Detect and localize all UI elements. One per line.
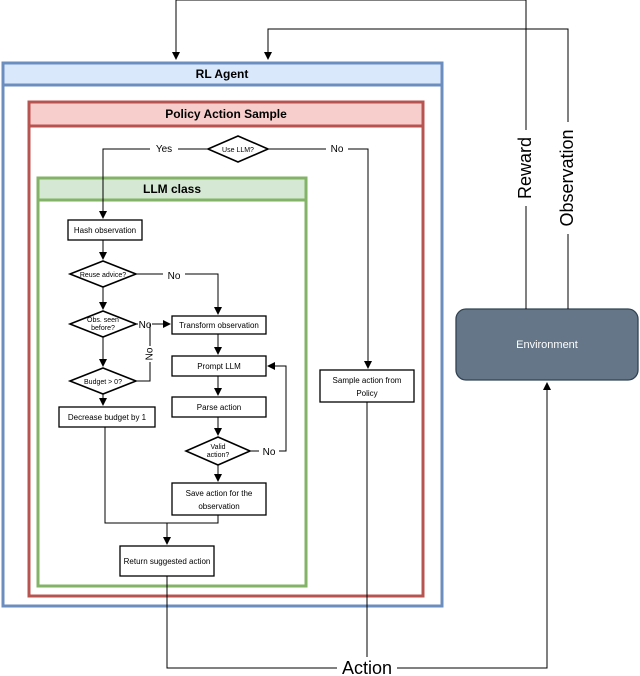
edge-no-use-llm	[268, 148, 372, 369]
decrease-budget-box	[58, 406, 156, 428]
rl-agent-title: RL Agent	[196, 67, 249, 81]
obs-seen-label-2: before?	[91, 325, 115, 332]
sample-policy-label-1: Sample action from	[333, 376, 402, 385]
prompt-llm-box	[171, 355, 267, 377]
no-budget-label: No	[145, 347, 156, 360]
no-reuse-label: No	[168, 271, 181, 282]
no-obs-seen-label-bg	[138, 317, 152, 331]
valid-action-label-2: action?	[207, 452, 230, 459]
valid-action-label-1: Valid	[210, 444, 225, 451]
edge-no-budget	[136, 324, 151, 382]
edge-save-to-return	[163, 515, 219, 545]
no-use-llm-label-bg	[326, 141, 348, 155]
decrease-budget-label: Decrease budget by 1	[68, 413, 147, 422]
sample-policy-box	[319, 369, 415, 403]
sample-policy-label-2: Policy	[356, 389, 377, 398]
yes-label-bg	[150, 141, 178, 155]
action-label-bg	[337, 657, 397, 676]
edge-decrease-to-merge	[104, 427, 167, 524]
parse-action-box	[171, 396, 267, 418]
observation-label-bg	[558, 122, 578, 234]
save-action-label-2: observation	[198, 502, 239, 511]
llm-class-title: LLM class	[143, 182, 201, 196]
use-llm-label: Use LLM?	[222, 147, 254, 154]
return-suggested-label: Return suggested action	[124, 557, 211, 566]
environment-box	[455, 308, 639, 381]
save-action-box	[171, 482, 267, 516]
hash-observation-label: Hash observation	[74, 226, 136, 235]
parse-action-label: Parse action	[197, 403, 241, 412]
save-action-label-1: Save action for the	[186, 489, 253, 498]
no-valid-label: No	[263, 447, 276, 458]
yes-label: Yes	[156, 144, 172, 155]
no-use-llm-label: No	[331, 144, 344, 155]
reward-label: Reward	[515, 137, 535, 199]
transform-observation-label: Transform observation	[179, 321, 259, 330]
obs-seen-label-1: Obs. seen	[87, 317, 119, 324]
no-budget-label-bg	[143, 346, 157, 362]
use-llm-decision	[205, 135, 271, 163]
no-obs-seen-label: No	[139, 320, 152, 331]
reuse-advice-label: Reuse advice?	[80, 272, 126, 279]
reward-label-bg	[516, 130, 536, 206]
return-suggested-box	[119, 545, 215, 577]
llm-class-container: LLM class	[36, 176, 308, 588]
policy-action-sample-title: Policy Action Sample	[165, 107, 287, 121]
no-valid-label-bg	[259, 444, 279, 458]
budget-label: Budget > 0?	[84, 379, 122, 386]
action-label: Action	[342, 658, 392, 676]
hash-observation-box	[67, 219, 143, 241]
prompt-llm-label: Prompt LLM	[197, 362, 241, 371]
environment-label: Environment	[516, 339, 578, 351]
no-reuse-label-bg	[163, 268, 185, 282]
transform-observation-box	[171, 315, 267, 335]
observation-label: Observation	[557, 129, 577, 226]
